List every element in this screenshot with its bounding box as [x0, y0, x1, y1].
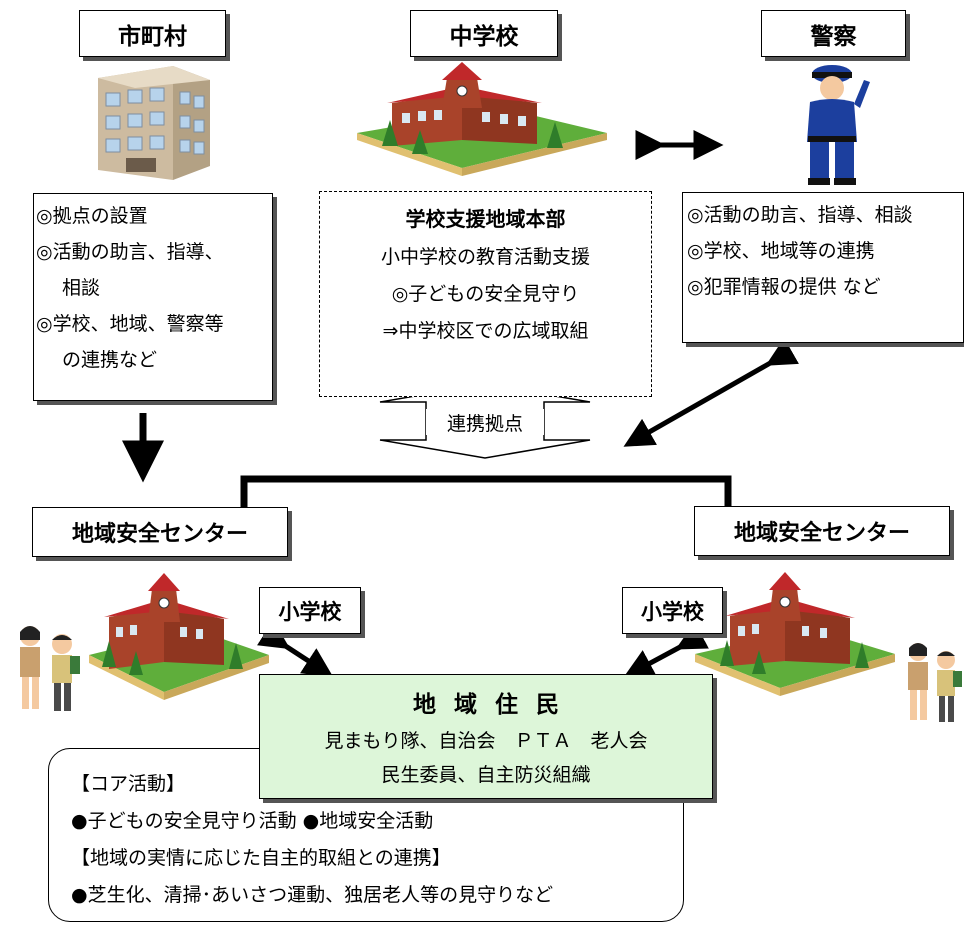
police-line-1: ◎活動の助言、指導、相談: [687, 204, 913, 226]
police-line-3: ◎犯罪情報の提供 など: [687, 276, 881, 299]
hq-line-3: ⇒中学校区での広域取組: [382, 320, 589, 343]
residents-line-2: 民生委員、自主防災組織: [381, 763, 591, 786]
core-line-1: 【コア活動】: [71, 773, 186, 795]
police-title: 警察: [761, 10, 906, 57]
police-line-2: ◎学校、地域等の連携: [687, 240, 875, 263]
hq-line-1: 小中学校の教育活動支援: [380, 246, 590, 268]
school-building-icon: [89, 573, 269, 700]
residents-title: 地域住民: [413, 692, 577, 718]
core-line-2: ●子どもの安全見守り活動 ●地域安全活動: [71, 810, 434, 833]
safety-center-right: 地域安全センター: [694, 506, 950, 556]
junior-high-title: 中学校: [410, 10, 558, 57]
elementary-right: 小学校: [622, 587, 723, 634]
city-line-2: ◎活動の助言、指導、: [36, 241, 224, 264]
city-info-box: ◎拠点の設置 ◎活動の助言、指導、 相談 ◎学校、地域、警察等 の連携など: [33, 193, 273, 401]
hq-line-2: ◎子どもの安全見守り: [391, 283, 580, 306]
bracket-connector: [240, 475, 732, 508]
right-residents-arrow: [623, 622, 709, 678]
local-residents-box: 地域住民 見まもり隊、自治会 ＰＴＡ 老人会 民生委員、自主防災組織: [259, 674, 713, 799]
children-icon: [20, 626, 80, 711]
city-line-3: 相談: [62, 277, 101, 300]
city-title: 市町村: [79, 10, 226, 57]
residents-line-1: 見まもり隊、自治会 ＰＴＡ 老人会: [324, 730, 648, 753]
left-residents-arrow: [256, 620, 334, 678]
school-building-icon: [695, 572, 895, 696]
elementary-left: 小学校: [259, 587, 361, 634]
link-base-label: 連携拠点: [426, 409, 544, 435]
school-support-hq-box: 学校支援地域本部 小中学校の教育活動支援 ◎子どもの安全見守り ⇒中学校区での広…: [319, 191, 652, 397]
office-building-icon: [98, 66, 210, 180]
core-line-4: ●芝生化、清掃･あいさつ運動、独居老人等の見守りなど: [71, 884, 554, 907]
police-info-box: ◎活動の助言、指導、相談 ◎学校、地域等の連携 ◎犯罪情報の提供 など: [682, 192, 964, 343]
safety-center-left: 地域安全センター: [32, 507, 288, 557]
city-line-4: ◎学校、地域、警察等: [36, 313, 224, 336]
police-network-arrow: [623, 337, 799, 447]
core-line-3: 【地域の実情に応じた自主的取組との連携】: [71, 847, 451, 870]
police-officer-icon: [807, 65, 870, 185]
hq-title: 学校支援地域本部: [405, 207, 566, 231]
children-icon: [908, 643, 962, 722]
school-building-icon: [357, 62, 607, 176]
city-line-1: ◎拠点の設置: [36, 205, 148, 227]
city-line-5: の連携など: [62, 349, 158, 372]
